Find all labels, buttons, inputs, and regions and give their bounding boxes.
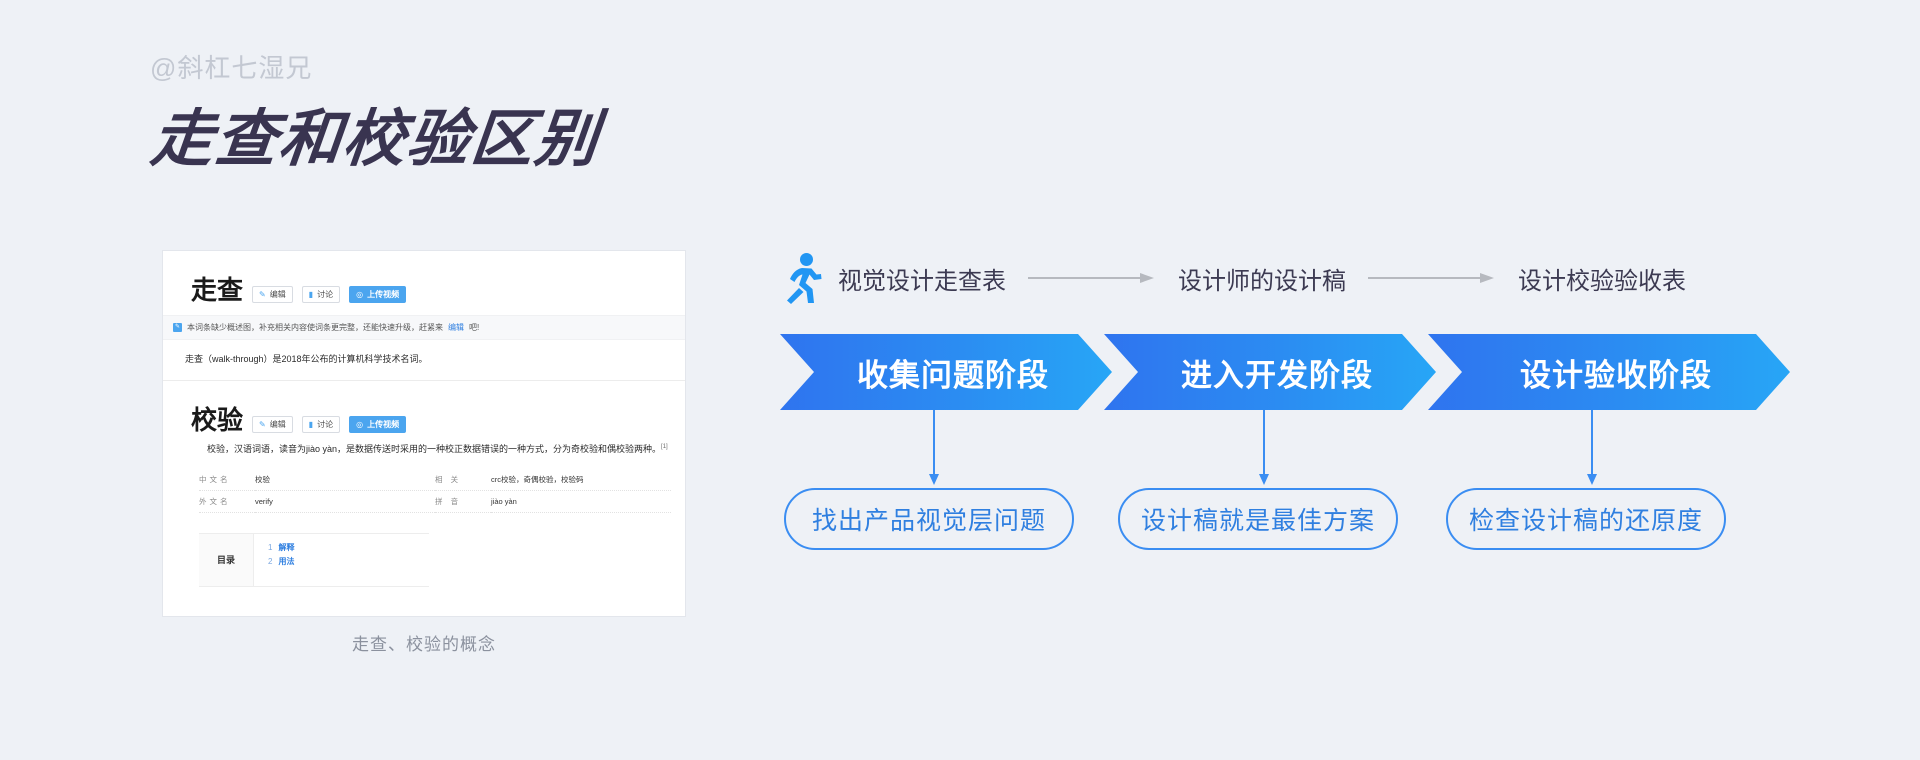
- edit-button-label: 编辑: [269, 289, 286, 299]
- entry-header: 走查 ✎ 编辑 ▮ 讨论 ◎ 上传视频: [185, 277, 663, 303]
- outcome-pill-label-1: 找出产品视觉层问题: [811, 507, 1046, 535]
- upload-video-button-label-2: 上传视频: [367, 419, 400, 429]
- document-screenshot-card: 走查 ✎ 编辑 ▮ 讨论 ◎ 上传视频 ✎ 本词条缺少概述图，补充相关内容使词条…: [162, 250, 686, 617]
- discuss-button-label-2: 讨论: [317, 419, 334, 429]
- card-caption: 走查、校验的概念: [352, 635, 496, 654]
- reference-marker[interactable]: [1]: [661, 444, 668, 451]
- info-key-related: 相 关: [435, 468, 491, 491]
- arrow-right-icon: [1028, 273, 1154, 283]
- toc-list: 1 解释 2 用法: [254, 534, 429, 586]
- upload-video-button[interactable]: ◎ 上传视频: [349, 286, 407, 303]
- entry-notice-bar: ✎ 本词条缺少概述图，补充相关内容使词条更完整，还能快速升级，赶紧来编辑吧!: [163, 315, 685, 340]
- edit-button-label-2: 编辑: [269, 419, 286, 429]
- discuss-button-label: 讨论: [317, 289, 334, 299]
- stage-banner-2[interactable]: 进入开发阶段: [1104, 334, 1436, 410]
- notice-edit-link[interactable]: 编辑: [448, 323, 464, 332]
- arrow-right-icon: [1368, 273, 1494, 283]
- flow-step-label-2: 设计师的设计稿: [1178, 267, 1346, 295]
- info-key-pinyin: 拼 音: [435, 490, 491, 513]
- info-key-foreign-name: 外文名: [199, 490, 255, 513]
- stage-banner-label-2: 进入开发阶段: [1181, 357, 1373, 393]
- entry-header-2: 校验 ✎ 编辑 ▮ 讨论 ◎ 上传视频: [185, 405, 663, 436]
- info-table: 中文名 校验 相 关 crc校验，奇偶校验，校验码 外文名 verify 拼 音…: [199, 468, 671, 513]
- edit-button-2[interactable]: ✎ 编辑: [252, 416, 293, 434]
- entry-title: 走查: [191, 275, 244, 305]
- discuss-button-2[interactable]: ▮ 讨论: [301, 416, 341, 434]
- flow-diagram: 视觉设计走查表 设计师的设计稿 设计校验验收表 收集问题阶段 进入开发阶段 设计…: [780, 250, 1780, 620]
- page-title: 走查和校验区别: [147, 105, 603, 174]
- flow-top-row: 视觉设计走查表 设计师的设计稿 设计校验验收表: [780, 250, 1780, 306]
- entry-title-2: 校验: [191, 405, 244, 436]
- edit-button[interactable]: ✎ 编辑: [252, 286, 293, 303]
- upload-circle-icon: ◎: [356, 289, 364, 299]
- flow-step-label-1: 视觉设计走查表: [838, 267, 1006, 295]
- watermark: @斜杠七湿兄: [150, 53, 313, 83]
- info-val-related: crc校验，奇偶校验，校验码: [491, 468, 671, 491]
- arrow-down-icon: [1259, 410, 1269, 485]
- comment-icon: ▮: [308, 289, 314, 299]
- discuss-button[interactable]: ▮ 讨论: [301, 286, 341, 303]
- outcome-pill-label-2: 设计稿就是最佳方案: [1140, 507, 1375, 535]
- entry-paragraph-2: 校验，汉语词语，读音为jiào yàn，是数据传送时采用的一种校正数据错误的一种…: [185, 433, 668, 456]
- arrow-down-icon: [929, 410, 939, 485]
- outcome-pill-2[interactable]: 设计稿就是最佳方案: [1118, 488, 1398, 550]
- comment-icon: ▮: [308, 419, 314, 429]
- stage-banner-label-1: 收集问题阶段: [857, 357, 1049, 393]
- entry-paragraph: 走查（walk-through）是2018年公布的计算机科学技术名词。: [185, 354, 428, 364]
- list-item[interactable]: 2 用法: [268, 555, 429, 569]
- arrow-down-icon: [1587, 410, 1597, 485]
- table-row: 外文名 verify 拼 音 jiào yàn: [199, 490, 671, 513]
- table-of-contents: 目录 1 解释 2 用法: [199, 532, 429, 587]
- stage-banner-1[interactable]: 收集问题阶段: [780, 334, 1112, 410]
- outcome-pill-label-3: 检查设计稿的还原度: [1468, 507, 1703, 535]
- upload-video-button-2[interactable]: ◎ 上传视频: [349, 416, 407, 434]
- stage-banner-label-3: 设计验收阶段: [1520, 357, 1712, 393]
- info-val-pinyin: jiào yàn: [491, 490, 671, 513]
- upload-circle-icon: ◎: [356, 419, 364, 429]
- toc-item-label: 用法: [278, 556, 295, 566]
- outcome-pill-1[interactable]: 找出产品视觉层问题: [784, 488, 1074, 550]
- toc-item-number: 2: [268, 556, 273, 566]
- pencil-icon: ✎: [259, 419, 266, 429]
- table-row: 中文名 校验 相 关 crc校验，奇偶校验，校验码: [199, 468, 671, 491]
- running-person-icon: [787, 253, 822, 304]
- stage-banner-3[interactable]: 设计验收阶段: [1428, 334, 1790, 410]
- toc-item-number: 1: [268, 542, 273, 552]
- stage-banner-row: 收集问题阶段 进入开发阶段 设计验收阶段: [780, 334, 1790, 410]
- info-val-foreign-name: verify: [255, 490, 435, 513]
- edit-badge-icon: ✎: [173, 323, 182, 332]
- toc-label: 目录: [199, 533, 254, 586]
- list-item[interactable]: 1 解释: [268, 541, 429, 555]
- info-val-chinese-name: 校验: [255, 468, 435, 491]
- entry-paragraph-2-text: 校验，汉语词语，读音为jiào yàn，是数据传送时采用的一种校正数据错误的一种…: [207, 444, 662, 455]
- outcome-row: 找出产品视觉层问题 设计稿就是最佳方案 检查设计稿的还原度: [780, 488, 1790, 552]
- flow-step-label-3: 设计校验验收表: [1518, 267, 1686, 295]
- outcome-pill-3[interactable]: 检查设计稿的还原度: [1446, 488, 1726, 550]
- entry-section-jiaoyan: 校验 ✎ 编辑 ▮ 讨论 ◎ 上传视频 校验，汉语词语，读音为jiào yàn，…: [163, 381, 685, 587]
- entry-section-zoucha: 走查 ✎ 编辑 ▮ 讨论 ◎ 上传视频: [163, 251, 685, 303]
- notice-text-before: 本词条缺少概述图，补充相关内容使词条更完整，还能快速升级，赶紧来: [187, 323, 443, 332]
- section-divider: [163, 380, 685, 382]
- info-key-chinese-name: 中文名: [199, 468, 255, 491]
- upload-video-button-label: 上传视频: [367, 289, 400, 299]
- toc-item-label: 解释: [278, 542, 295, 552]
- pencil-icon: ✎: [259, 289, 266, 299]
- notice-text-after: 吧!: [469, 323, 480, 332]
